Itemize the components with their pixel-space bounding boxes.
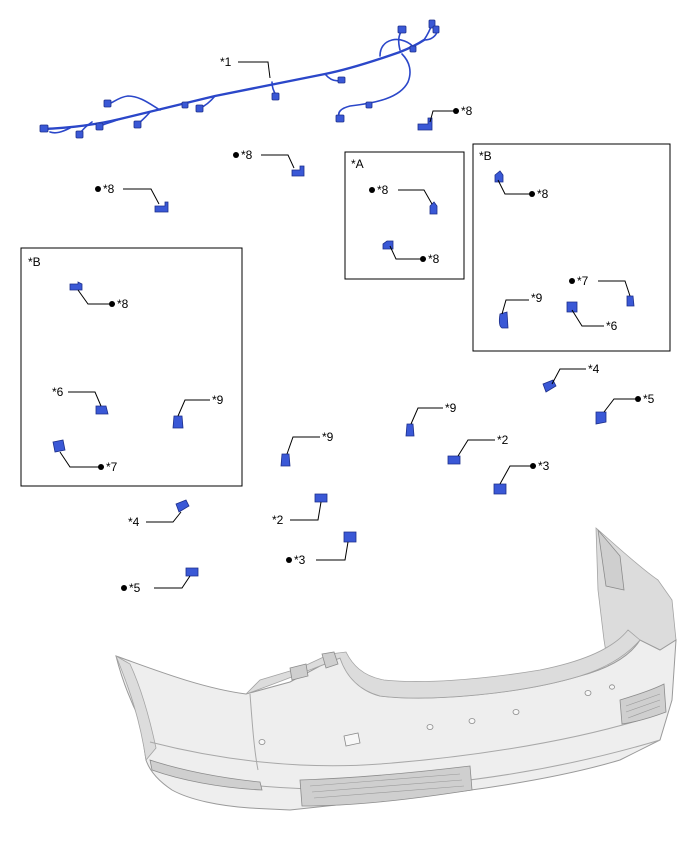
- callout-bullet: [121, 585, 127, 591]
- callout-8: *8: [117, 297, 129, 311]
- callout-1: *1: [220, 55, 232, 69]
- callout-4: *4: [588, 362, 600, 376]
- sensor-parts: [52, 117, 635, 577]
- callout-5: *5: [643, 392, 655, 406]
- callout-bullet: [95, 186, 101, 192]
- callout-bullet: [530, 463, 536, 469]
- callout-8: *8: [241, 148, 253, 162]
- callout-8: *8: [103, 182, 115, 196]
- callout-bullet: [109, 301, 115, 307]
- rear-bumper-cover: [115, 527, 677, 811]
- callout-bullet: [453, 108, 459, 114]
- callout-2: *2: [497, 433, 509, 447]
- callout-bullet: [369, 187, 375, 193]
- wire-harness: [39, 19, 440, 139]
- callout-6: *6: [606, 319, 618, 333]
- detail-box-a: *A: [344, 151, 465, 280]
- callout-bullet: [529, 191, 535, 197]
- callout-8: *8: [461, 104, 473, 118]
- callout-4: *4: [128, 515, 140, 529]
- callout-bullet: [635, 396, 641, 402]
- callout-8: *8: [537, 187, 549, 201]
- callout-9: *9: [212, 393, 224, 407]
- detail-box-b-left-label: *B: [28, 255, 41, 269]
- callout-9: *9: [531, 291, 543, 305]
- callout-7: *7: [577, 274, 589, 288]
- callout-5: *5: [129, 581, 141, 595]
- callout-3: *3: [538, 459, 550, 473]
- callout-8: *8: [428, 252, 440, 266]
- callout-bullet: [286, 557, 292, 563]
- callout-bullet: [233, 152, 239, 158]
- detail-box-b-right: *B: [472, 143, 671, 352]
- callout-6: *6: [52, 385, 64, 399]
- callout-bullet: [98, 464, 104, 470]
- leader-lines: [59, 61, 641, 589]
- callout-3: *3: [294, 553, 306, 567]
- callout-8: *8: [377, 183, 389, 197]
- callout-bullet: [569, 278, 575, 284]
- callout-2: *2: [272, 513, 284, 527]
- detail-box-a-label: *A: [351, 157, 364, 171]
- callout-9: *9: [445, 401, 457, 415]
- callout-9: *9: [322, 430, 334, 444]
- callout-7: *7: [106, 460, 118, 474]
- callout-bullet: [420, 256, 426, 262]
- detail-box-b-left: *B: [20, 247, 243, 487]
- detail-box-b-right-label: *B: [479, 149, 492, 163]
